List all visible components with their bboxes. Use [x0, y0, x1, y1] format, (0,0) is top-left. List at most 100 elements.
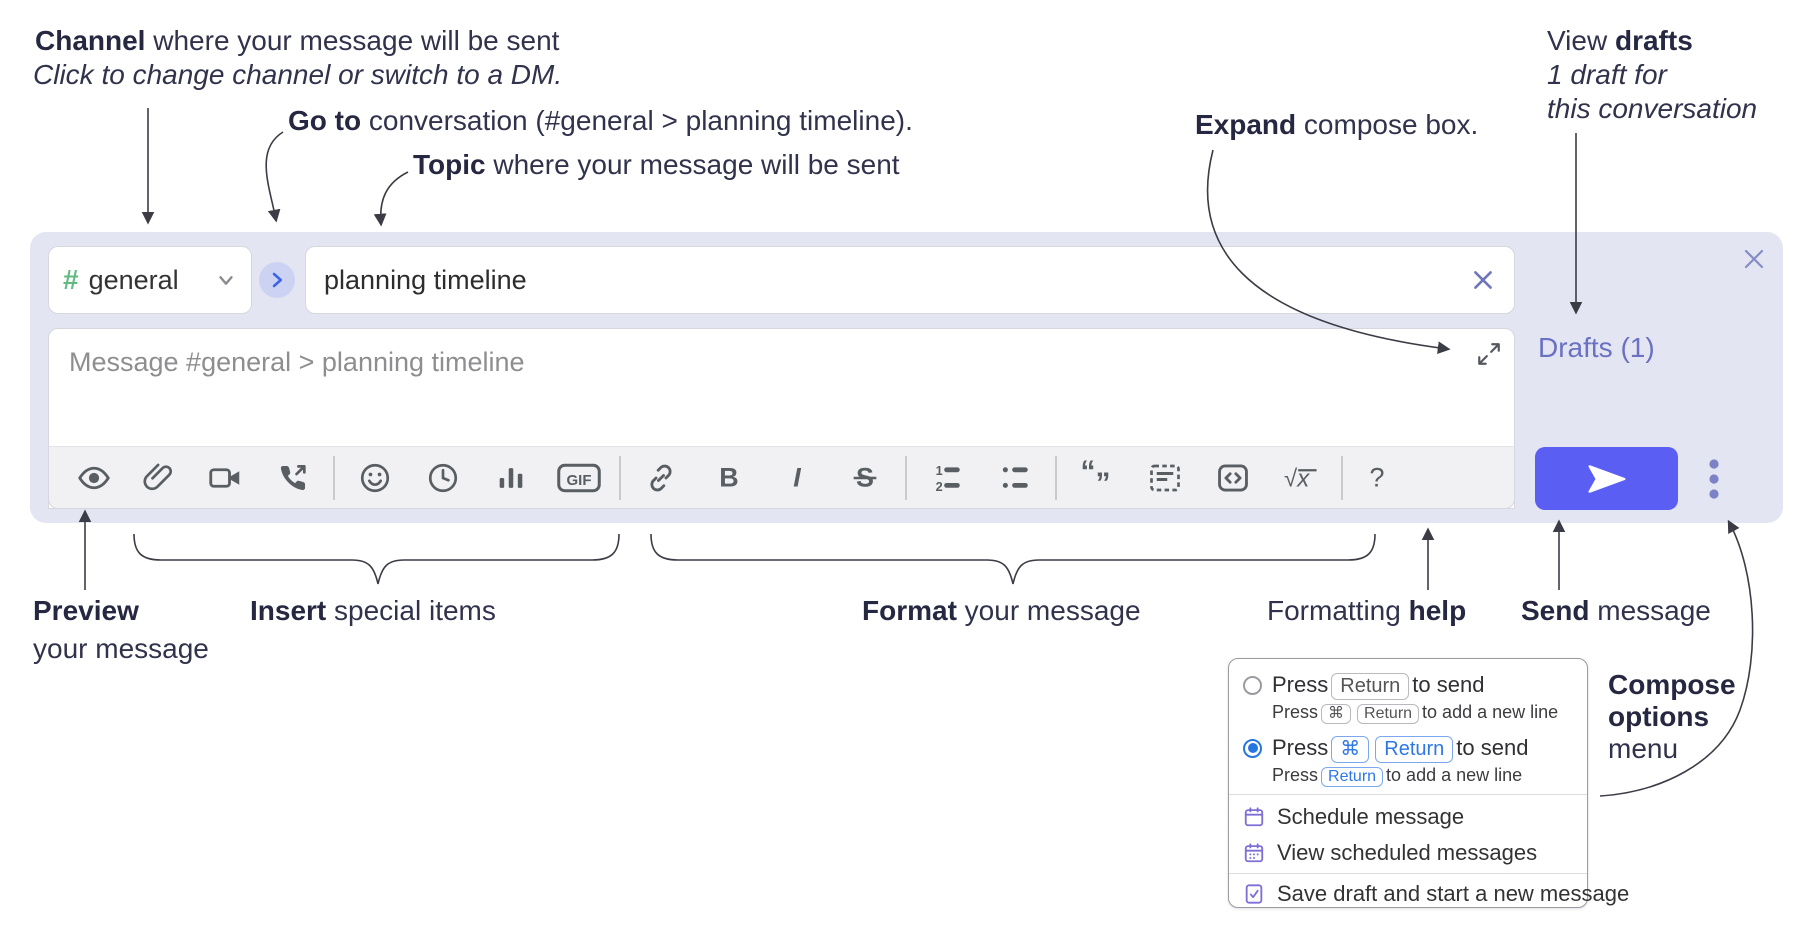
insert-brace	[133, 533, 620, 585]
quote-button[interactable]: “”	[1063, 460, 1131, 496]
go-to-conversation-button[interactable]	[259, 262, 295, 298]
code-icon	[1218, 464, 1248, 491]
radio-selected-icon[interactable]	[1243, 738, 1262, 758]
calendar-icon	[1244, 807, 1264, 827]
clock-icon	[428, 463, 458, 492]
math-icon: √x	[1284, 465, 1317, 492]
gif-icon: GIF	[557, 463, 601, 492]
blockquote-icon: “”	[1081, 460, 1111, 496]
chevron-down-icon	[219, 276, 233, 285]
preview-message-button[interactable]	[65, 460, 123, 496]
draft-icon	[1245, 884, 1263, 904]
strikethrough-icon: S	[853, 462, 877, 492]
bold-button[interactable]: B	[695, 461, 763, 495]
radio-unselected-icon[interactable]	[1243, 675, 1262, 695]
topic-input-value: planning timeline	[324, 264, 527, 295]
bar-chart-icon	[499, 467, 523, 488]
code-button[interactable]	[1199, 461, 1267, 495]
svg-text:?: ?	[1370, 462, 1385, 492]
drafts-link[interactable]: Drafts (1)	[1538, 332, 1655, 363]
calendar-scheduled-icon	[1244, 843, 1264, 863]
annotation-channel-sub: Click to change channel or switch to a D…	[33, 59, 563, 90]
voice-call-button[interactable]	[259, 461, 327, 495]
clear-topic-icon[interactable]	[1470, 267, 1496, 293]
expand-compose-icon[interactable]	[1476, 341, 1502, 367]
return-key: Return	[1357, 704, 1420, 724]
return-key: Return	[1375, 736, 1454, 763]
math-button[interactable]: √x	[1267, 461, 1335, 495]
view-scheduled-messages-item[interactable]: View scheduled messages	[1243, 840, 1537, 866]
topic-input[interactable]: planning timeline	[305, 246, 1515, 314]
eye-icon	[78, 466, 110, 489]
spoiler-button[interactable]	[1131, 460, 1199, 496]
schedule-message-item[interactable]: Schedule message	[1243, 804, 1464, 830]
format-brace	[650, 533, 1376, 585]
annotation-format: Format your message	[862, 595, 1141, 626]
channel-hash-icon: #	[63, 264, 79, 295]
emoji-button[interactable]	[341, 461, 409, 495]
menu-divider	[1229, 794, 1587, 795]
poll-button[interactable]	[477, 461, 545, 495]
italic-icon: I	[793, 462, 801, 492]
annotation-view-drafts-line2: 1 draft for	[1547, 59, 1667, 90]
schedule-button[interactable]	[409, 461, 477, 495]
video-call-button[interactable]	[191, 460, 259, 496]
send-button[interactable]	[1535, 447, 1678, 510]
question-mark-icon: ?	[1370, 462, 1385, 492]
phone-call-icon	[280, 464, 306, 490]
svg-text:“: “	[1081, 460, 1096, 488]
italic-button[interactable]: I	[763, 461, 831, 495]
cmd-key: ⌘	[1331, 736, 1370, 763]
close-icon[interactable]	[1742, 247, 1766, 271]
spoiler-icon	[1150, 464, 1180, 491]
annotation-goto: Go to conversation (#general > planning …	[288, 105, 913, 136]
annotation-compose-options: Compose	[1608, 669, 1736, 700]
annotation-preview-line2: your message	[33, 633, 209, 664]
menu-divider	[1229, 873, 1587, 874]
annotation-expand: Expand compose box.	[1195, 109, 1479, 140]
return-key: Return	[1331, 673, 1410, 700]
bulleted-list-icon	[1002, 466, 1028, 488]
gif-button[interactable]: GIF	[545, 460, 613, 496]
svg-text:GIF: GIF	[567, 471, 592, 488]
ordered-list-icon: 12	[936, 463, 960, 493]
compose-options-button[interactable]	[1700, 452, 1728, 508]
toolbar-divider	[333, 455, 335, 500]
annotation-view-drafts-line3: this conversation	[1547, 93, 1758, 124]
attach-file-button[interactable]	[123, 461, 191, 495]
svg-text:1: 1	[936, 463, 943, 478]
smiley-icon	[360, 463, 390, 492]
bulleted-list-button[interactable]	[981, 461, 1049, 495]
link-button[interactable]	[627, 461, 695, 495]
message-placeholder: Message #general > planning timeline	[69, 347, 525, 377]
annotation-topic: Topic where your message will be sent	[413, 149, 900, 180]
annotation-view-drafts: View drafts	[1547, 25, 1693, 56]
svg-text:B: B	[719, 462, 738, 492]
channel-selector[interactable]: # general	[48, 246, 252, 314]
toolbar-divider	[905, 455, 907, 500]
return-key: Return	[1321, 767, 1384, 787]
video-camera-icon	[209, 467, 240, 488]
svg-text:2: 2	[936, 478, 943, 493]
formatting-help-button[interactable]: ?	[1349, 461, 1405, 495]
topic-pointer-line	[373, 171, 409, 227]
svg-text:I: I	[793, 462, 801, 492]
save-draft-item[interactable]: Save draft and start a new message	[1243, 881, 1629, 907]
annotation-insert: Insert special items	[250, 595, 496, 626]
paperclip-icon	[143, 463, 173, 490]
annotation-preview: Preview	[33, 595, 139, 626]
strikethrough-button[interactable]: S	[831, 461, 899, 495]
chevron-right-icon	[272, 272, 283, 288]
toolbar-divider	[619, 455, 621, 500]
annotation-channel: Channel where your message will be sent	[35, 25, 560, 56]
annotation-compose-options-line3: menu	[1608, 733, 1679, 764]
annotation-help: Formatting help	[1267, 595, 1467, 626]
svg-text:”: ”	[1096, 467, 1111, 496]
